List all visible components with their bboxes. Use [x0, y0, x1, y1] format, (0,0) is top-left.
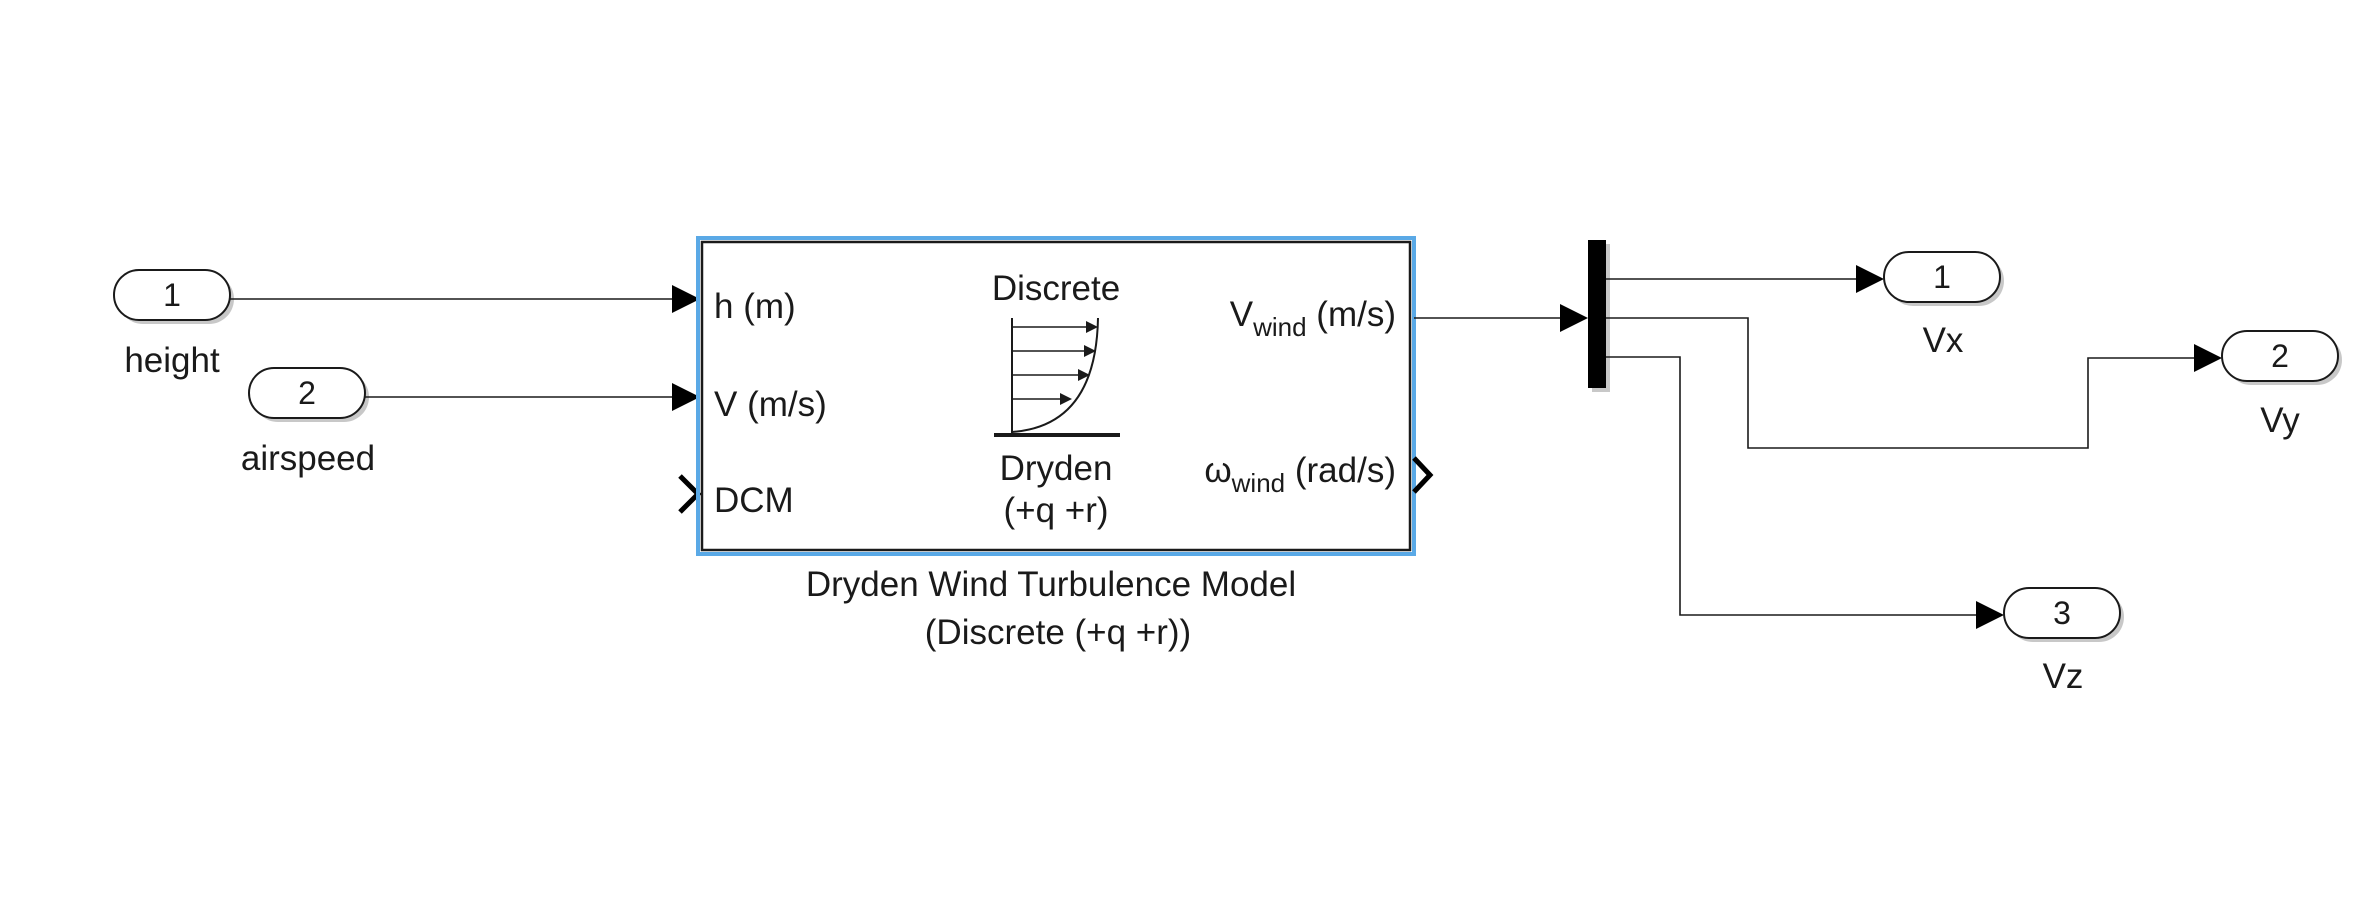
inport-airspeed-label: airspeed — [241, 439, 375, 478]
output-label-vwind: Vwind (m/s) — [1230, 295, 1396, 342]
icon-label-qr: (+q +r) — [1003, 491, 1108, 530]
dryden-block[interactable]: h (m) V (m/s) DCM Discrete Dryden (+q +r… — [696, 236, 1416, 556]
demux-block[interactable] — [1588, 240, 1606, 388]
input-label-dcm: DCM — [714, 481, 794, 520]
inport-airspeed[interactable]: 2 airspeed — [241, 367, 375, 478]
dcm-port-chevron[interactable] — [678, 474, 702, 514]
outport-vx-label: Vx — [1923, 321, 1964, 360]
inport-height-label: height — [124, 341, 220, 380]
outport-vx[interactable]: 1 Vx — [1883, 251, 2004, 360]
arrowhead-h — [672, 285, 700, 313]
outport-vz[interactable]: 3 Vz — [2003, 587, 2124, 696]
input-label-h: h (m) — [714, 287, 796, 326]
inport-airspeed-oval[interactable] — [248, 367, 366, 419]
icon-label-dryden: Dryden — [1000, 449, 1113, 488]
output-label-omegawind: ωwind (rad/s) — [1204, 451, 1396, 498]
signal-line-vz[interactable] — [1606, 356, 1978, 616]
signal-line-vy[interactable] — [1606, 317, 2198, 449]
omega-port-chevron[interactable] — [1412, 456, 1434, 494]
arrowhead-v — [672, 383, 700, 411]
outport-vx-oval[interactable] — [1883, 251, 2001, 303]
wind-profile-icon — [994, 317, 1120, 437]
input-label-v: V (m/s) — [714, 385, 827, 424]
outport-vy-label: Vy — [2260, 401, 2300, 440]
icon-label-discrete: Discrete — [992, 269, 1120, 308]
inport-height-oval[interactable] — [113, 269, 231, 321]
arrowhead-vz — [1976, 601, 2004, 629]
outport-vx-number: 1 — [1933, 259, 1951, 295]
inport-airspeed-number: 2 — [298, 375, 316, 411]
block-name-line1: Dryden Wind Turbulence Model — [806, 565, 1296, 604]
outport-vz-label: Vz — [2043, 657, 2084, 696]
outport-vy-oval[interactable] — [2221, 330, 2339, 382]
arrowhead-vy — [2194, 344, 2222, 372]
inport-height-number: 1 — [163, 277, 181, 313]
arrowhead-vx — [1856, 265, 1884, 293]
outport-vz-number: 3 — [2053, 595, 2071, 631]
outport-vz-oval[interactable] — [2003, 587, 2121, 639]
block-selection-highlight — [696, 236, 1416, 556]
block-name-line2: (Discrete (+q +r)) — [925, 613, 1191, 652]
dryden-block-body[interactable] — [700, 240, 1412, 552]
outport-vy[interactable]: 2 Vy — [2221, 330, 2342, 440]
outport-vy-number: 2 — [2271, 338, 2289, 374]
arrowhead-demux-in — [1560, 304, 1588, 332]
inport-height[interactable]: 1 height — [113, 269, 234, 380]
